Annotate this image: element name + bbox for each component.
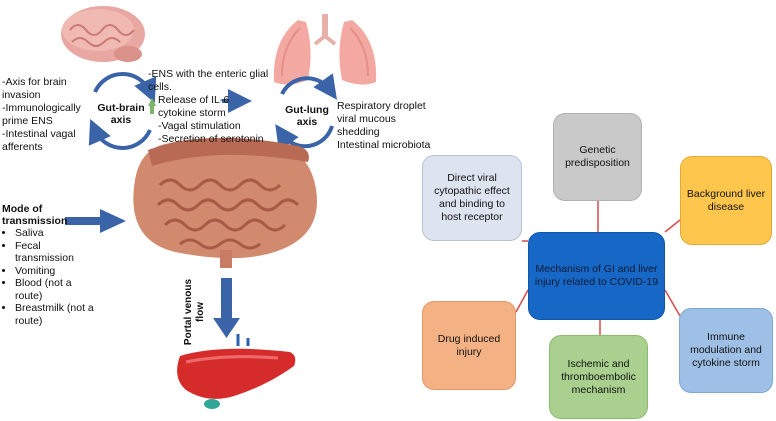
liver-image xyxy=(177,334,296,409)
gut-brain-notes-bottom: Release of IL-6 cytokine storm -Vagal st… xyxy=(158,94,264,145)
gut-brain-left-notes: -Axis for brain invasion -Immunologicall… xyxy=(2,76,81,153)
transmission-item: Breastmilk (not a route) xyxy=(15,302,102,327)
drug-induced-box: Drug induced injury xyxy=(422,301,516,390)
lungs-image xyxy=(273,14,377,85)
immune-modulation-box: Immune modulation and cytokine storm xyxy=(679,308,773,393)
transmission-arrow xyxy=(65,209,126,233)
gut-brain-cycle-arrows xyxy=(88,71,157,151)
portal-flow-arrow xyxy=(213,278,240,338)
gut-brain-axis-label: Gut-brain axis xyxy=(97,102,145,126)
transmission-title: Mode of transmission xyxy=(2,203,68,227)
mechanism-center-box: Mechanism of GI and liver injury related… xyxy=(528,232,665,320)
portal-flow-label: Portal venous flow xyxy=(183,278,206,346)
intestines-image xyxy=(133,137,317,268)
direct-viral-box: Direct viral cytopathic effect and bindi… xyxy=(422,155,522,241)
gut-lung-notes: Respiratory droplet viral mucous sheddin… xyxy=(337,100,431,151)
brain-image xyxy=(61,6,145,62)
gut-lung-cycle-arrows xyxy=(275,73,337,151)
transmission-list: Saliva Fecal transmission Vomiting Blood… xyxy=(2,227,102,327)
genetic-predisposition-box: Genetic predisposition xyxy=(553,113,642,201)
transmission-item: Vomiting xyxy=(15,265,102,278)
transmission-item: Blood (not a route) xyxy=(15,277,102,302)
transmission-item: Fecal transmission xyxy=(15,240,102,265)
background-liver-box: Background liver disease xyxy=(680,156,772,245)
transmission-item: Saliva xyxy=(15,227,102,240)
gut-brain-notes-top: -ENS with the enteric glial cells. xyxy=(148,68,269,93)
increase-arrow-icon xyxy=(148,98,156,114)
ischemic-box: Ischemic and thromboembolic mechanism xyxy=(549,335,648,419)
mechanism-connectors xyxy=(515,200,681,335)
gut-lung-axis-label: Gut-lung axis xyxy=(285,104,329,128)
